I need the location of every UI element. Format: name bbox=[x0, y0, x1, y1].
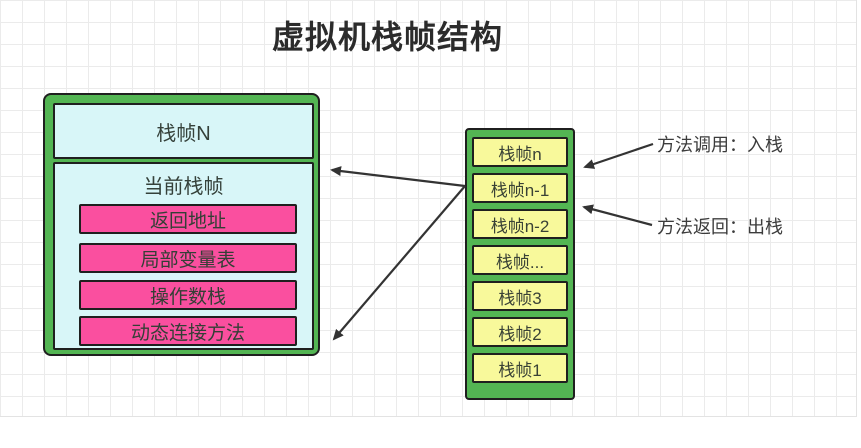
current-frame-label: 当前栈帧 bbox=[143, 175, 224, 198]
stack-item: 栈帧n bbox=[472, 137, 568, 167]
current-frame-box: 当前栈帧 局部变量表 操作数栈 动态连接方法 返回地址 bbox=[53, 162, 314, 350]
stack-item: 栈帧3 bbox=[472, 281, 568, 311]
frame-n-label: 栈帧N bbox=[156, 122, 211, 145]
push-annotation: 方法调用：入栈 bbox=[657, 135, 783, 155]
frame-detail-group: 栈帧N 当前栈帧 局部变量表 操作数栈 动态连接方法 返回地址 bbox=[43, 93, 320, 356]
stack-container: 栈帧n 栈帧n-1 栈帧n-2 栈帧... 栈帧3 栈帧2 栈帧1 bbox=[465, 128, 575, 400]
pop-annotation: 方法返回：出栈 bbox=[657, 217, 783, 237]
stack-item: 栈帧n-2 bbox=[472, 209, 568, 239]
stack-item: 栈帧2 bbox=[472, 317, 568, 347]
row-return-address: 返回地址 bbox=[79, 204, 297, 234]
frame-n-box: 栈帧N bbox=[53, 103, 314, 159]
stack-item: 栈帧1 bbox=[472, 353, 568, 383]
row-local-variable-table: 局部变量表 bbox=[79, 243, 297, 273]
stack-item: 栈帧n-1 bbox=[472, 173, 568, 203]
row-dynamic-linking: 动态连接方法 bbox=[79, 316, 297, 346]
row-operand-stack: 操作数栈 bbox=[79, 280, 297, 310]
stack-item: 栈帧... bbox=[472, 245, 568, 275]
diagram-title: 虚拟机栈帧结构 bbox=[272, 19, 504, 55]
